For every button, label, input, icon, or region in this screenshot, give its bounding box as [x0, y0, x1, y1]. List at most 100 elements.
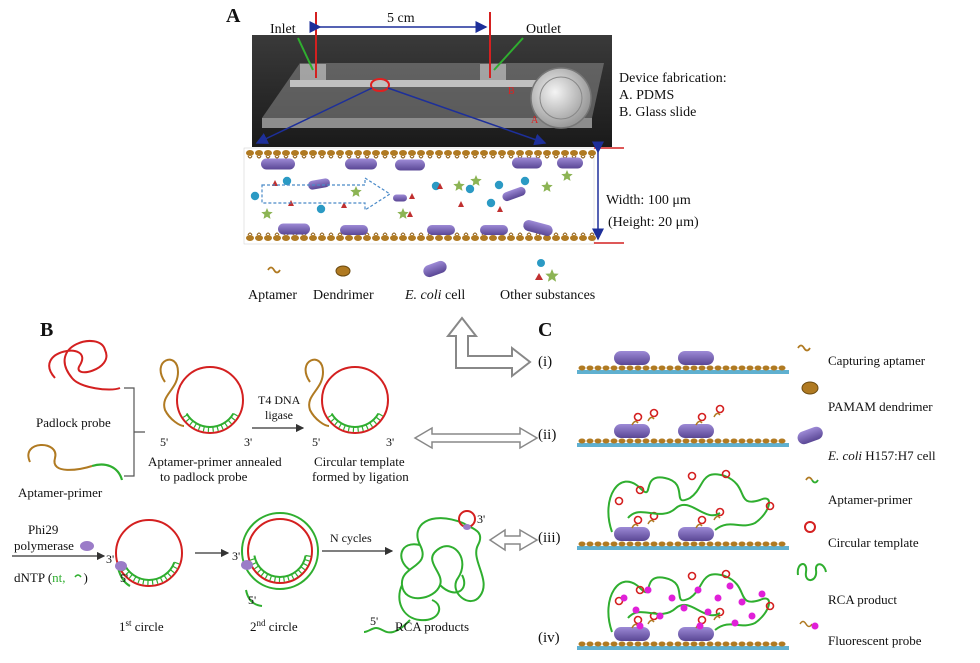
- ecoli-cell: [308, 178, 330, 190]
- rca-cloud: [607, 473, 770, 533]
- star: [541, 181, 553, 192]
- step-label: (i): [538, 354, 552, 370]
- fabrication-a: A. PDMS: [619, 88, 674, 103]
- fluorescent-probe: [726, 582, 734, 590]
- panel-c-letter: C: [538, 319, 552, 341]
- glass-slide: [577, 646, 789, 650]
- link-arrow: [445, 316, 532, 379]
- polymerase-icon: [80, 541, 94, 551]
- star: [261, 208, 273, 219]
- ecoli-cell: [614, 627, 650, 641]
- ecoli-cell: [523, 220, 553, 236]
- fluorescent-probe: [668, 594, 676, 602]
- particle: [520, 176, 530, 186]
- pamam-icon: [801, 381, 819, 395]
- fluorescent-probe: [714, 594, 722, 602]
- c1-rest: circle: [132, 619, 164, 634]
- microchannel: [243, 147, 596, 245]
- ecoli-cell: [678, 527, 714, 541]
- ecoli-cell: [427, 225, 455, 235]
- dendrimer-icon: [335, 265, 351, 277]
- star: [561, 170, 573, 181]
- capturing-aptamer-icon: [797, 344, 811, 352]
- triangle: [437, 183, 443, 189]
- dntp-prefix: dNTP (: [14, 570, 52, 585]
- step-label: (iv): [538, 630, 560, 646]
- legend-other: Other substances: [500, 288, 595, 303]
- inlet-label: Inlet: [270, 22, 296, 37]
- triangle: [409, 193, 415, 199]
- particle-icon: [537, 259, 545, 267]
- annealed-label-2: to padlock probe: [160, 469, 248, 484]
- c1-3prime: 3': [106, 552, 114, 566]
- ecoli-cell: [502, 186, 526, 202]
- outlet-label: Outlet: [526, 22, 561, 37]
- particle: [494, 180, 504, 190]
- ecoli-cell: [512, 157, 542, 169]
- step-label: (iii): [538, 530, 561, 546]
- legend-c-fluorescent: Fluorescent probe: [828, 633, 922, 648]
- c2-3prime: 3': [232, 549, 240, 563]
- legend-a: Aptamer Dendrimer E. coli cell Other sub…: [248, 259, 595, 303]
- fluorescent-probe: [632, 606, 640, 614]
- step-4: (iv): [538, 569, 789, 650]
- fluorescent-probe: [680, 604, 688, 612]
- c2-sup: nd: [257, 618, 267, 628]
- ligase-label-1: T4 DNA: [258, 393, 301, 407]
- fluorescent-probe: [748, 612, 756, 620]
- zoom-marker: [370, 78, 390, 92]
- ecoli-cell: [614, 351, 650, 365]
- ecoli-cell: [557, 157, 583, 169]
- fluorescent-probe: [644, 586, 652, 594]
- fluorescent-probe: [694, 586, 702, 594]
- ecoli-c-icon: [797, 426, 823, 445]
- svg-text:dNTP (nt,): dNTP (nt,): [14, 570, 88, 585]
- ecoli-cell: [261, 158, 295, 170]
- legend-c-rca: RCA product: [828, 592, 897, 607]
- legend-c: Capturing aptamer PAMAM dendrimer E. col…: [796, 344, 936, 648]
- ligase-label-2: ligase: [265, 408, 293, 422]
- particle: [282, 176, 292, 186]
- anneal-5prime: 5': [160, 435, 168, 449]
- aptamer-primer-label: Aptamer-primer: [18, 485, 103, 500]
- flow-arrow: [261, 176, 392, 212]
- device-photo: B A: [252, 35, 612, 147]
- fluorescent-probe: [731, 619, 739, 627]
- photo-mark-a: A: [531, 115, 539, 126]
- rca-product: 3' 5': [363, 510, 485, 634]
- legend-ecoli-rest: cell: [442, 288, 466, 303]
- height-label: (Height: 20 μm): [608, 215, 699, 230]
- fabrication-title: Device fabrication:: [619, 71, 727, 86]
- fluorescent-probe: [758, 590, 766, 598]
- step-2: (ii): [538, 404, 789, 447]
- first-circle: 3' 5': [106, 519, 183, 587]
- annealed-circle: 5' 3': [159, 358, 252, 449]
- ecoli-cell: [278, 223, 310, 235]
- second-circle: 3' 5': [232, 512, 319, 607]
- ecoli-cell: [345, 158, 377, 170]
- c2-rest: circle: [266, 619, 298, 634]
- star: [350, 186, 362, 197]
- c1-5prime: 5': [120, 571, 128, 585]
- triangle: [341, 202, 347, 208]
- lig-5prime: 5': [312, 435, 320, 449]
- ecoli-cell: [678, 627, 714, 641]
- fluorescent-probe: [620, 594, 628, 602]
- ecoli-icon: [423, 260, 447, 278]
- width-label: Width: 100 μm: [606, 193, 691, 208]
- triangle: [407, 211, 413, 217]
- ecoli-cell: [678, 351, 714, 365]
- fluorescent-probe: [636, 622, 644, 630]
- dimension-label: 5 cm: [387, 11, 415, 26]
- ecoli-cell: [393, 194, 407, 202]
- probe-icon: [799, 620, 813, 628]
- star: [470, 175, 482, 186]
- svg-text:1st circle: 1st circle: [119, 618, 164, 634]
- step-label: (ii): [538, 427, 556, 443]
- phi29-label-2: polymerase: [14, 538, 74, 553]
- legend-aptamer: Aptamer: [248, 288, 297, 303]
- circular-label-1: Circular template: [314, 454, 405, 469]
- step-1: (i): [538, 351, 789, 374]
- panel-b-letter: B: [40, 319, 53, 341]
